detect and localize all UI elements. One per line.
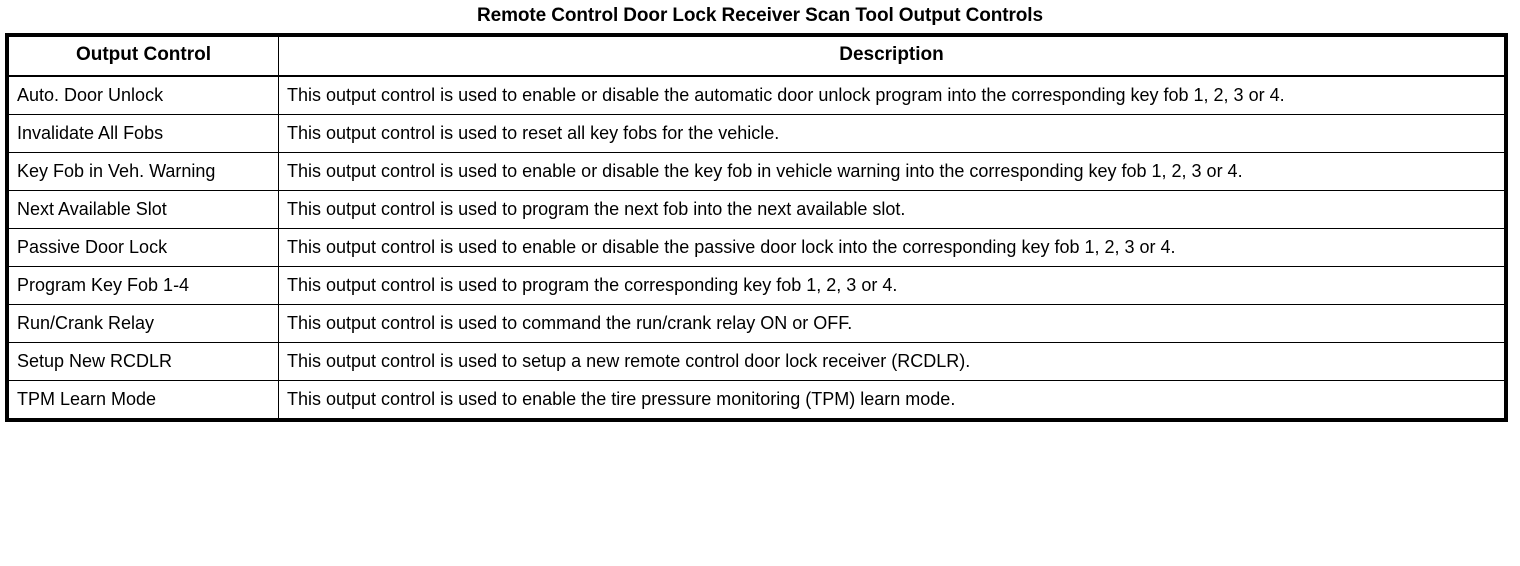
description-text: This output control is used to setup a n… xyxy=(287,351,971,371)
page-title: Remote Control Door Lock Receiver Scan T… xyxy=(477,5,1043,26)
table-row: Program Key Fob 1-4 This output control i… xyxy=(8,266,1505,305)
description-cell: This output control is used to enable or… xyxy=(278,228,1505,267)
description-cell: This output control is used to program t… xyxy=(278,190,1505,229)
description-text: This output control is used to enable or… xyxy=(287,237,1176,257)
output-control-cell: Invalidate All Fobs xyxy=(8,114,279,153)
table-row: Invalidate All Fobs This output control i… xyxy=(8,114,1505,153)
output-control-label: Invalidate All Fobs xyxy=(17,123,164,143)
description-cell: This output control is used to reset all… xyxy=(278,114,1505,153)
description-text: This output control is used to program t… xyxy=(287,275,898,295)
description-text: This output control is used to program t… xyxy=(287,199,906,219)
output-control-label: Key Fob in Veh. Warning xyxy=(17,161,216,181)
table-row: Next Available Slot This output control i… xyxy=(8,190,1505,229)
output-control-cell: Auto. Door Unlock xyxy=(8,75,279,115)
output-controls-table: Output Control Description Auto. Door Un… xyxy=(8,36,1505,419)
output-controls-table-container: Output Control Description Auto. Door Un… xyxy=(5,33,1508,422)
output-control-label: Run/Crank Relay xyxy=(17,313,155,333)
column-header-output-control-label: Output Control xyxy=(75,44,212,65)
description-cell: This output control is used to setup a n… xyxy=(278,342,1505,381)
output-control-cell: Next Available Slot xyxy=(8,190,279,229)
description-text: This output control is used to enable or… xyxy=(287,85,1285,105)
table-row: Setup New RCDLR This output control is us… xyxy=(8,342,1505,381)
description-cell: This output control is used to enable or… xyxy=(278,75,1505,115)
column-header-description: Description xyxy=(278,36,1505,77)
output-control-cell: Run/Crank Relay xyxy=(8,304,279,343)
output-control-label: Setup New RCDLR xyxy=(17,351,173,371)
table-row: Passive Door Lock This output control is … xyxy=(8,228,1505,267)
output-control-label: Next Available Slot xyxy=(17,199,167,219)
description-cell: This output control is used to program t… xyxy=(278,266,1505,305)
output-control-label: TPM Learn Mode xyxy=(17,389,157,409)
description-text: This output control is used to enable or… xyxy=(287,161,1243,181)
description-text: This output control is used to reset all… xyxy=(287,123,780,143)
column-header-output-control: Output Control xyxy=(8,36,279,77)
description-cell: This output control is used to enable or… xyxy=(278,152,1505,191)
output-control-cell: Program Key Fob 1-4 xyxy=(8,266,279,305)
description-text: This output control is used to enable th… xyxy=(287,389,956,409)
output-control-label: Program Key Fob 1-4 xyxy=(17,275,190,295)
table-header: Output Control Description xyxy=(8,36,1505,77)
output-control-label: Passive Door Lock xyxy=(17,237,168,257)
column-header-description-label: Description xyxy=(839,44,944,65)
output-control-cell: Passive Door Lock xyxy=(8,228,279,267)
table-row: TPM Learn Mode This output control is use… xyxy=(8,380,1505,419)
description-cell: This output control is used to enable th… xyxy=(278,380,1505,419)
description-cell: This output control is used to command t… xyxy=(278,304,1505,343)
table-row: Auto. Door Unlock This output control is … xyxy=(8,75,1505,115)
description-text: This output control is used to command t… xyxy=(287,313,853,333)
table-header-row: Output Control Description xyxy=(8,36,1505,77)
output-control-label: Auto. Door Unlock xyxy=(17,85,164,105)
table-row: Key Fob in Veh. Warning This output contr… xyxy=(8,152,1505,191)
output-control-cell: Key Fob in Veh. Warning xyxy=(8,152,279,191)
table-row: Run/Crank Relay This output control is us… xyxy=(8,304,1505,343)
output-control-cell: TPM Learn Mode xyxy=(8,380,279,419)
output-control-cell: Setup New RCDLR xyxy=(8,342,279,381)
